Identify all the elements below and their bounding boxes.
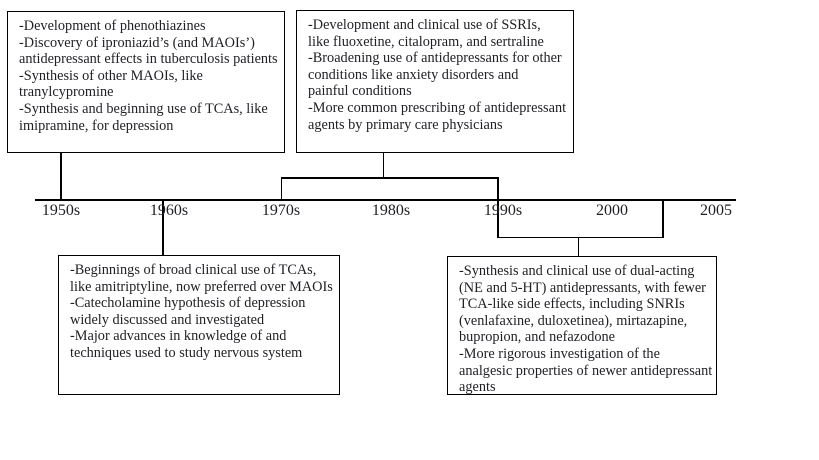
connector-topright-bracket-horizontal	[280, 177, 499, 179]
era-box-1960s-text: -Beginnings of broad clinical use of TCA…	[70, 262, 333, 361]
connector-topright-bracket-to-1970s	[280, 177, 282, 200]
connector-topleft-box-to-1950s	[60, 153, 62, 199]
connector-1960s-to-bottomleft-box	[162, 200, 164, 255]
connector-bottomright-bracket-from-1990s	[497, 200, 499, 238]
era-box-1950s: -Development of phenothiazines -Discover…	[7, 11, 285, 153]
connector-bottomright-bracket-horizontal	[497, 236, 664, 238]
connector-topright-bracket-to-1990s	[497, 177, 499, 200]
axis-label-1980s: 1980s	[371, 202, 411, 219]
axis-label-1950s: 1950s	[41, 202, 81, 219]
connector-bottomright-bracket-from-2000s	[662, 200, 664, 238]
timeline-axis-line	[35, 198, 736, 201]
axis-label-2000: 2000	[596, 202, 628, 219]
axis-label-1970s: 1970s	[261, 202, 301, 219]
era-box-1990s-2000s: -Synthesis and clinical use of dual-acti…	[447, 256, 717, 395]
axis-label-2005: 2005	[700, 202, 732, 219]
axis-label-1960s: 1960s	[149, 202, 189, 219]
era-box-1950s-text: -Development of phenothiazines -Discover…	[19, 18, 278, 134]
connector-bracket-to-bottomright-box	[577, 237, 579, 257]
era-box-1990s-2000s-text: -Synthesis and clinical use of dual-acti…	[459, 263, 713, 396]
era-box-1970s-1990s-text: -Development and clinical use of SSRIs, …	[308, 17, 567, 133]
axis-label-1990s: 1990s	[483, 202, 523, 219]
connector-topright-box-stem	[382, 153, 384, 178]
era-box-1970s-1990s: -Development and clinical use of SSRIs, …	[296, 10, 574, 153]
era-box-1960s: -Beginnings of broad clinical use of TCA…	[58, 255, 340, 395]
